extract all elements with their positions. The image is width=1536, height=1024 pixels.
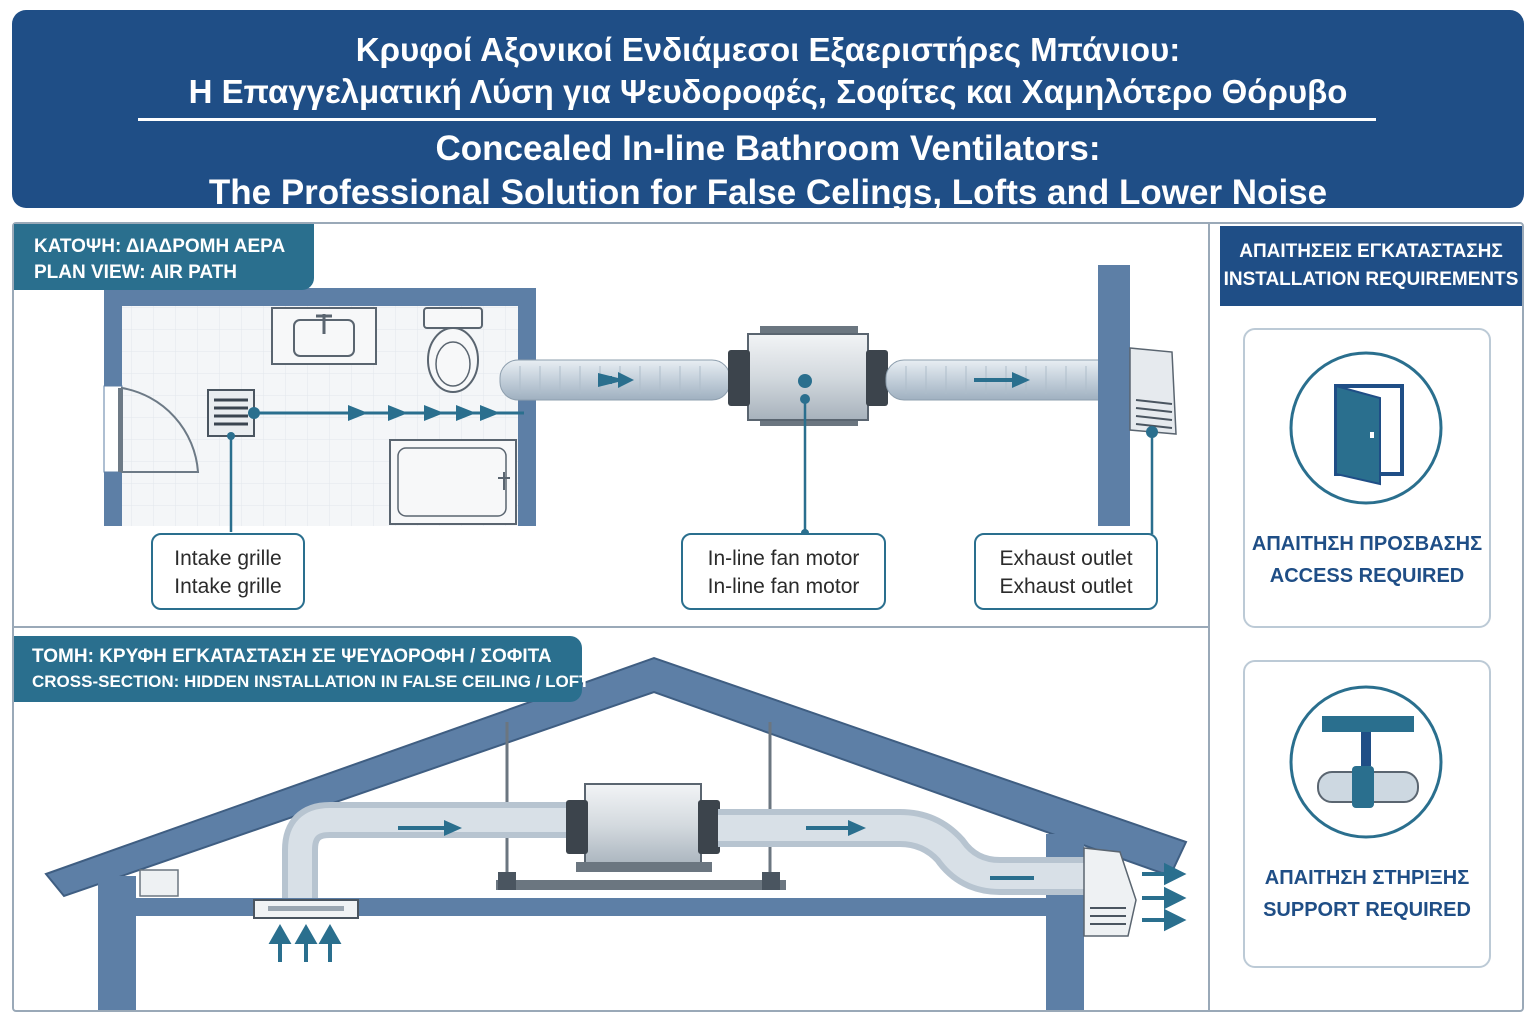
callout-fan-line2: In-line fan motor xyxy=(707,575,860,598)
requirements-heading: ΑΠΑΙΤΗΣΕΙΣ ΕΓΚΑΤΑΣΤΑΣΗΣ INSTALLATION REQ… xyxy=(1220,226,1522,306)
toilet-icon xyxy=(423,307,483,329)
cross-section-tag-greek: ΤΟΜΗ: ΚΡΥΦΗ ΕΓΚΑΤΑΣΤΑΣΗ ΣΕ ΨΕΥΔΟΡΟΦΗ / Σ… xyxy=(32,646,552,667)
false-ceiling xyxy=(136,898,1046,916)
callout-fan-motor: In-line fan motor In-line fan motor xyxy=(681,533,886,610)
callout-intake-line1: Intake grille xyxy=(174,547,282,570)
shower-tray-icon xyxy=(389,439,517,525)
access-required-english: ACCESS REQUIRED xyxy=(1269,565,1465,587)
fan-bracket-top xyxy=(760,326,858,334)
title-english-line1: Concealed In-line Bathroom Ventilators: xyxy=(435,129,1101,168)
support-required-greek: ΑΠΑΙΤΗΣΗ ΣΤΗΡΙΞΗΣ xyxy=(1264,867,1470,889)
callout-intake-line2: Intake grille xyxy=(174,575,282,598)
horizontal-divider xyxy=(14,626,1208,628)
callout-fan-line1: In-line fan motor xyxy=(707,547,860,570)
header-banner: Κρυφοί Αξονικοί Ενδιάμεσοι Εξαεριστήρες … xyxy=(12,10,1524,212)
callout-intake-grille: Intake grille Intake grille xyxy=(151,533,305,610)
requirements-heading-greek: ΑΠΑΙΤΗΣΕΙΣ ΕΓΚΑΤΑΣΤΑΣΗΣ xyxy=(1239,241,1503,262)
title-english-line2: The Professional Solution for False Celi… xyxy=(208,173,1328,212)
house-wall-left xyxy=(98,876,136,1010)
exhaust-arrows xyxy=(1142,862,1187,932)
exterior-wall xyxy=(1098,265,1130,526)
title-greek-line1: Κρυφοί Αξονικοί Ενδιάμεσοι Εξαεριστήρες … xyxy=(355,31,1181,68)
title-greek-line2: Η Επαγγελματική Λύση για Ψευδοροφές, Σοφ… xyxy=(188,73,1348,110)
title-underline xyxy=(138,118,1376,121)
airflow-arrows-plan xyxy=(348,405,500,421)
inline-fan-motor-section xyxy=(584,783,702,869)
requirements-heading-english: INSTALLATION REQUIREMENTS xyxy=(1223,269,1519,290)
access-required-greek: ΑΠΑΙΤΗΣΗ ΠΡΟΣΒΑΣΗΣ xyxy=(1251,533,1483,555)
exhaust-outlet-icon xyxy=(1129,347,1177,435)
support-rail xyxy=(496,880,786,890)
intake-arrows xyxy=(268,923,342,962)
door-swing xyxy=(121,386,200,473)
plan-view-tag-greek: ΚΑΤΟΨΗ: ΔΙΑΔΡΟΜΗ ΑΕΡΑ xyxy=(34,236,286,257)
bathroom-wall-left xyxy=(104,470,122,526)
cross-section-tag: ΤΟΜΗ: ΚΡΥΦΗ ΕΓΚΑΤΑΣΤΑΣΗ ΣΕ ΨΕΥΔΟΡΟΦΗ / Σ… xyxy=(14,636,590,702)
requirement-card-support: ΑΠΑΙΤΗΣΗ ΣΤΗΡΙΞΗΣ SUPPORT REQUIRED xyxy=(1243,660,1491,968)
requirement-card-access: ΑΠΑΙΤΗΣΗ ΠΡΟΣΒΑΣΗΣ ACCESS REQUIRED xyxy=(1243,328,1491,628)
vertical-divider xyxy=(1208,224,1210,1010)
intake-grille-icon xyxy=(207,389,255,437)
cross-section-drawing xyxy=(44,656,1188,1010)
cross-section-tag-english: CROSS-SECTION: HIDDEN INSTALLATION IN FA… xyxy=(32,672,590,691)
content-frame xyxy=(12,222,1524,1012)
callout-exhaust-line1: Exhaust outlet xyxy=(999,547,1133,570)
plan-view-drawing xyxy=(103,265,1177,537)
callout-exhaust-outlet: Exhaust outlet Exhaust outlet xyxy=(974,533,1158,610)
callout-exhaust-line2: Exhaust outlet xyxy=(999,575,1133,598)
wall-exhaust-hood xyxy=(1083,847,1137,937)
support-required-english: SUPPORT REQUIRED xyxy=(1263,899,1471,921)
plan-view-tag: ΚΑΤΟΨΗ: ΔΙΑΔΡΟΜΗ ΑΕΡΑ PLAN VIEW: AIR PAT… xyxy=(14,224,314,290)
plan-view-tag-english: PLAN VIEW: AIR PATH xyxy=(34,262,238,283)
fan-bracket-bottom xyxy=(760,418,858,426)
